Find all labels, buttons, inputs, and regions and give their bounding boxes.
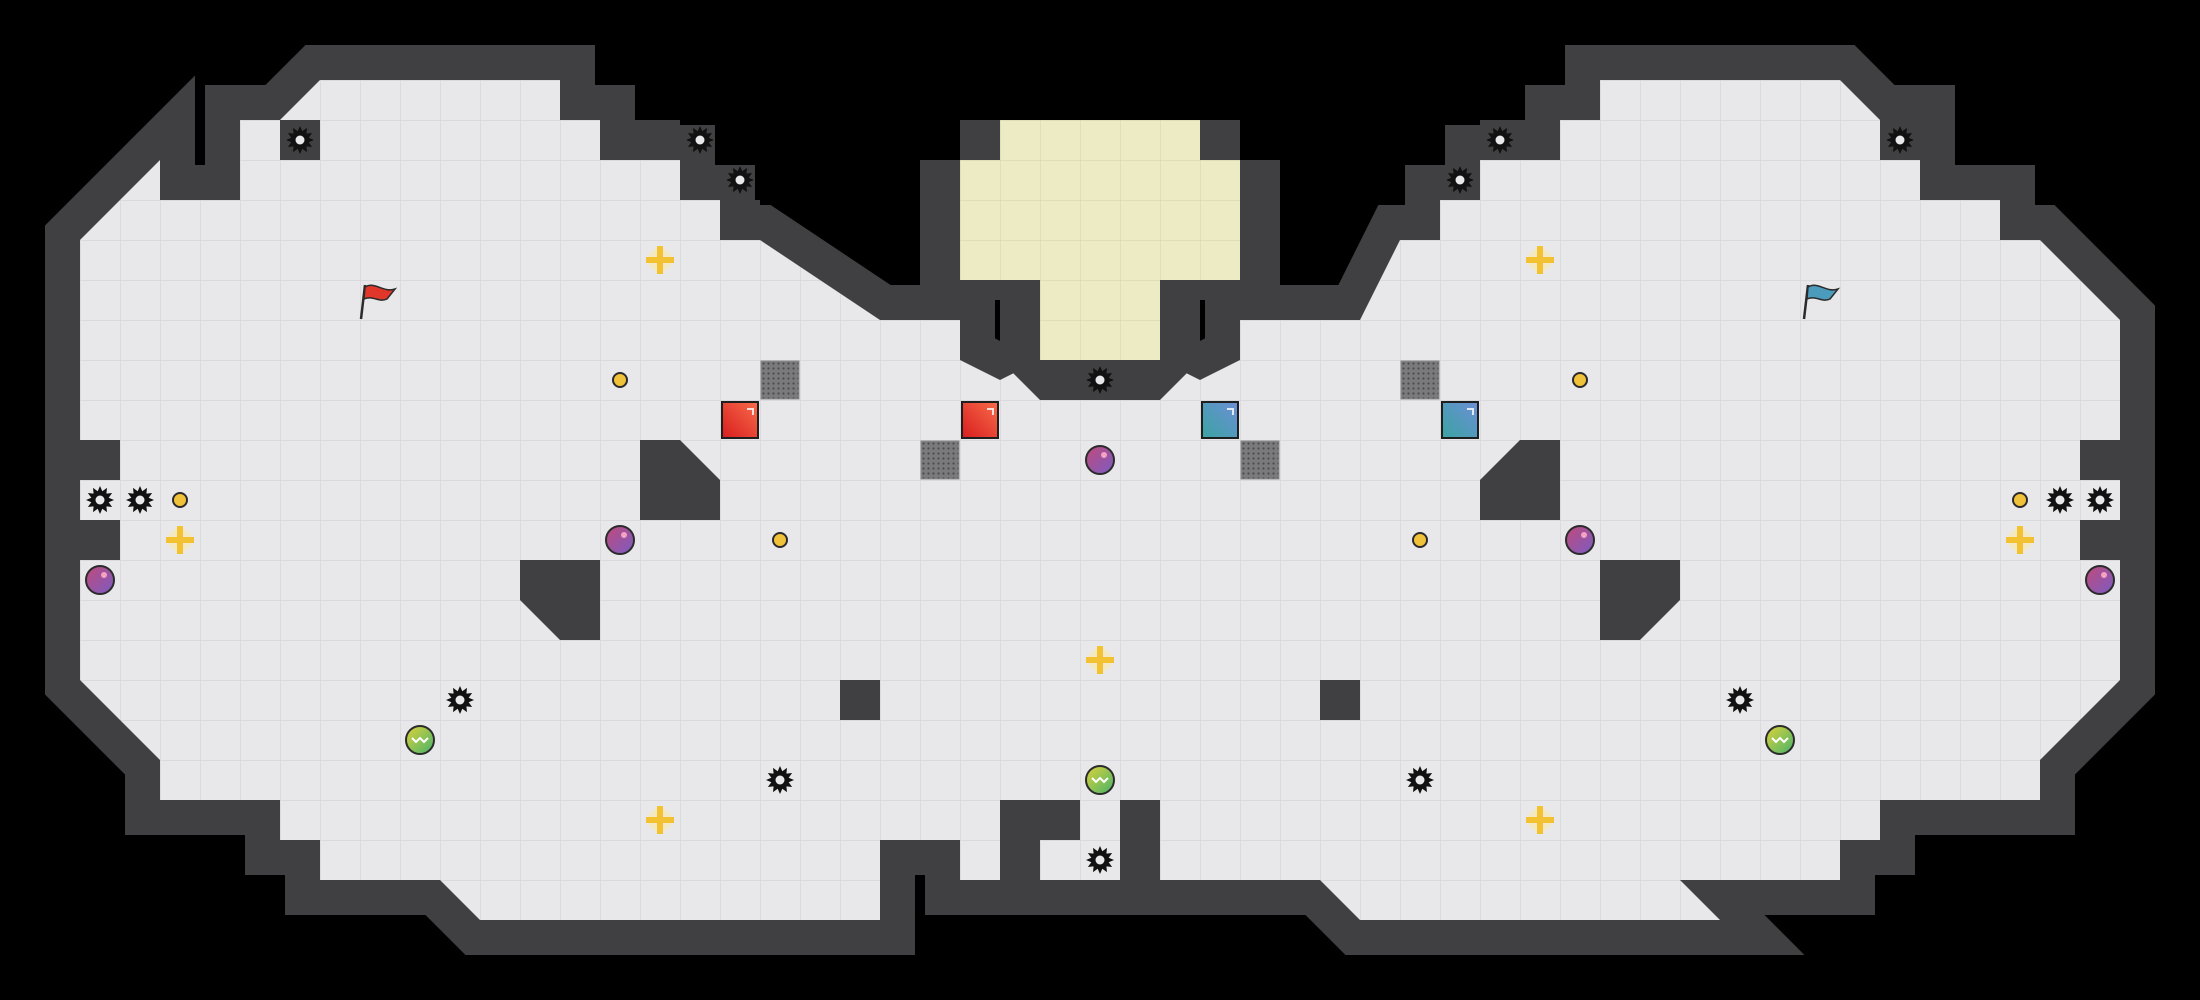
bomb-icon bbox=[85, 565, 115, 595]
spike-icon bbox=[766, 766, 794, 794]
powerup-icon bbox=[1765, 725, 1795, 755]
red-team-tile-icon bbox=[961, 401, 999, 439]
endzone bbox=[960, 120, 1240, 360]
portal-dot-icon bbox=[2012, 492, 2028, 508]
spike-icon bbox=[1086, 366, 1114, 394]
blue-team-tile-icon bbox=[1441, 401, 1479, 439]
gate-tile-icon bbox=[920, 440, 960, 480]
objects-layer bbox=[85, 126, 2115, 874]
portal-dot-icon bbox=[1572, 372, 1588, 388]
bomb-icon bbox=[605, 525, 635, 555]
spike-icon bbox=[1086, 846, 1114, 874]
red-team-tile-icon bbox=[721, 401, 759, 439]
spike-icon bbox=[1726, 686, 1754, 714]
spike-icon bbox=[126, 486, 154, 514]
wall-block bbox=[640, 120, 680, 160]
boost-pad-icon bbox=[646, 246, 674, 274]
boost-pad-icon bbox=[1526, 806, 1554, 834]
gate-tile-icon bbox=[1400, 360, 1440, 400]
wall-block bbox=[1000, 800, 1080, 840]
boost-pad-icon bbox=[166, 526, 194, 554]
red-flag-icon bbox=[359, 284, 398, 320]
wall-block bbox=[600, 120, 640, 160]
blue-flag-icon bbox=[1802, 284, 1841, 320]
spike-icon bbox=[286, 126, 314, 154]
obstacle bbox=[1480, 440, 1560, 520]
portal-dot-icon bbox=[172, 492, 188, 508]
spike-icon bbox=[1486, 126, 1514, 154]
bomb-icon bbox=[1085, 445, 1115, 475]
spike-icon bbox=[726, 166, 754, 194]
powerup-icon bbox=[405, 725, 435, 755]
wall-block bbox=[1120, 800, 1160, 840]
gate-tile-icon bbox=[760, 360, 800, 400]
wall-block bbox=[720, 200, 760, 240]
spike-icon bbox=[1886, 126, 1914, 154]
bomb-icon bbox=[2085, 565, 2115, 595]
spike-icon bbox=[2086, 486, 2114, 514]
bomb-icon bbox=[1565, 525, 1595, 555]
spike-icon bbox=[446, 686, 474, 714]
spike-icon bbox=[686, 126, 714, 154]
boost-pad-icon bbox=[646, 806, 674, 834]
obstacle bbox=[1600, 560, 1680, 640]
floor bbox=[80, 80, 2120, 920]
obstacle bbox=[640, 440, 720, 520]
portal-dot-icon bbox=[772, 532, 788, 548]
powerup-icon bbox=[1085, 765, 1115, 795]
boost-pad-icon bbox=[1086, 646, 1114, 674]
portal-dot-icon bbox=[1412, 532, 1428, 548]
wall-block bbox=[1520, 120, 1560, 160]
boost-pad-icon bbox=[1526, 246, 1554, 274]
blue-team-tile-icon bbox=[1201, 401, 1239, 439]
boost-pad-icon bbox=[2006, 526, 2034, 554]
spike-icon bbox=[86, 486, 114, 514]
map-layer bbox=[45, 45, 2155, 955]
spike-icon bbox=[1406, 766, 1434, 794]
spike-icon bbox=[2046, 486, 2074, 514]
obstacle bbox=[1320, 680, 1360, 720]
obstacle bbox=[520, 560, 600, 640]
gate-tile-icon bbox=[1240, 440, 1280, 480]
spike-icon bbox=[1446, 166, 1474, 194]
portal-dot-icon bbox=[612, 372, 628, 388]
obstacle bbox=[840, 680, 880, 720]
